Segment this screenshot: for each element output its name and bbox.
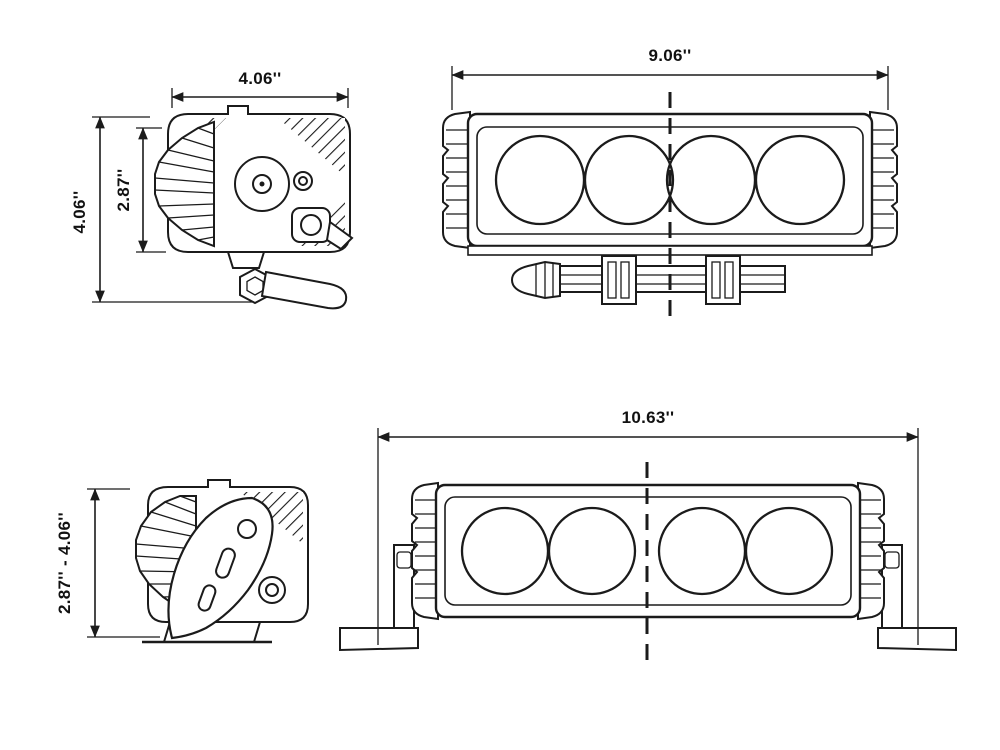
dimension-label-bottom-right-width: 10.63'' (622, 408, 675, 427)
dimension-label-top-left-lens-height: 2.87'' (114, 169, 133, 212)
dimension-top-left-width: 4.06'' (171, 69, 349, 108)
bracket-knob (237, 519, 257, 539)
dimension-top-left-lens-height: 2.87'' (114, 127, 166, 253)
foot-base-left (339, 627, 419, 652)
rail-clamp-left (601, 255, 637, 305)
screw-ring-inner (298, 176, 308, 186)
bracket-arm (167, 496, 274, 640)
screw-ring (258, 576, 286, 604)
end-cap-right-fins (870, 129, 894, 229)
screw-ring (293, 171, 313, 191)
bracket-slot (197, 584, 217, 612)
lens-circle (547, 506, 637, 596)
dimension-label-bottom-left-height-range: 2.87'' - 4.06'' (55, 512, 74, 614)
rail-clamp-right-slot (724, 261, 734, 299)
dimension-bottom-left-height: 2.87'' - 4.06'' (55, 488, 160, 638)
pivot-circle (234, 156, 290, 212)
lamp-side-view (154, 105, 354, 310)
end-cap-right (857, 481, 885, 621)
mounting-rail-grooves (560, 274, 785, 285)
lens-circle (754, 134, 846, 226)
foot-base-right (877, 627, 957, 652)
lens-circle (583, 134, 675, 226)
connector-wedge (325, 220, 354, 251)
lens-ridges (154, 127, 215, 241)
dimension-bottom-right-width: 10.63'' (377, 408, 919, 645)
lens-circle (744, 506, 834, 596)
mounting-rail (559, 265, 786, 293)
dimension-top-right-width: 9.06'' (451, 46, 889, 110)
rail-clamp-right (705, 255, 741, 305)
pivot-inner-circle (252, 174, 272, 194)
lamp-side-view-bracket (135, 479, 309, 644)
rail-clamp-left-slot (607, 261, 617, 299)
screw-ring-inner (265, 583, 279, 597)
end-cap-left-fins (446, 129, 470, 229)
dimension-label-top-left-width: 4.06'' (239, 69, 282, 88)
end-cap-left-fins (415, 499, 438, 599)
mount-tab (226, 251, 266, 269)
heatsink-fins (278, 118, 345, 176)
extension-line (377, 428, 919, 645)
mount-arm (260, 270, 348, 310)
cable-gland-ribs (535, 263, 554, 297)
pivot-center-dot (259, 181, 265, 187)
dimension-label-top-left-overall-height: 4.06'' (70, 191, 89, 234)
rail-clamp-right-slot (711, 261, 721, 299)
bracket-slot (215, 547, 236, 579)
connector-block (291, 207, 331, 243)
connector-circle (300, 214, 322, 236)
light-bar-10in (339, 462, 957, 660)
end-cap-right-fins (858, 499, 881, 599)
light-bar-9in (442, 92, 898, 322)
extension-line (171, 88, 349, 108)
hex-bolt-inner (246, 276, 264, 296)
end-cap-left (411, 481, 439, 621)
dimension-label-top-right-width: 9.06'' (649, 46, 692, 65)
rail-clamp-left-slot (620, 261, 630, 299)
dimension-top-left-overall-height: 4.06'' (70, 116, 252, 303)
